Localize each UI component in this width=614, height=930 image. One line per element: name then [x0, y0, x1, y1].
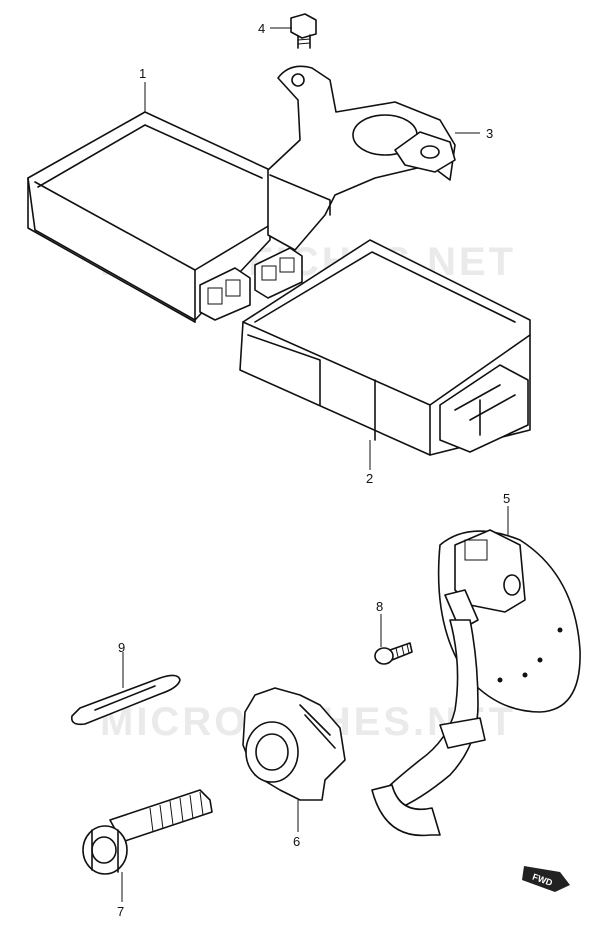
- part-9-clamp[interactable]: [70, 674, 181, 726]
- part-4-bolt[interactable]: [290, 13, 317, 49]
- callout-5: 5: [503, 491, 510, 506]
- part-5-pickup-coil[interactable]: [371, 529, 581, 837]
- callout-4: 4: [258, 21, 265, 36]
- part-2-ignitor-unit[interactable]: [239, 239, 531, 456]
- callout-1: 1: [139, 66, 146, 81]
- callout-7: 7: [117, 904, 124, 919]
- part-8-screw[interactable]: [374, 642, 413, 665]
- part-7-bolt[interactable]: [82, 789, 213, 875]
- fwd-arrow-icon: FWD: [522, 866, 570, 892]
- callout-6: 6: [293, 834, 300, 849]
- callout-3: 3: [486, 126, 493, 141]
- part-1-control-unit[interactable]: [27, 111, 303, 323]
- callout-2: 2: [366, 471, 373, 486]
- part-3-bracket[interactable]: [267, 65, 456, 251]
- part-6-grommet[interactable]: [242, 687, 346, 801]
- callout-8: 8: [376, 599, 383, 614]
- callout-9: 9: [118, 640, 125, 655]
